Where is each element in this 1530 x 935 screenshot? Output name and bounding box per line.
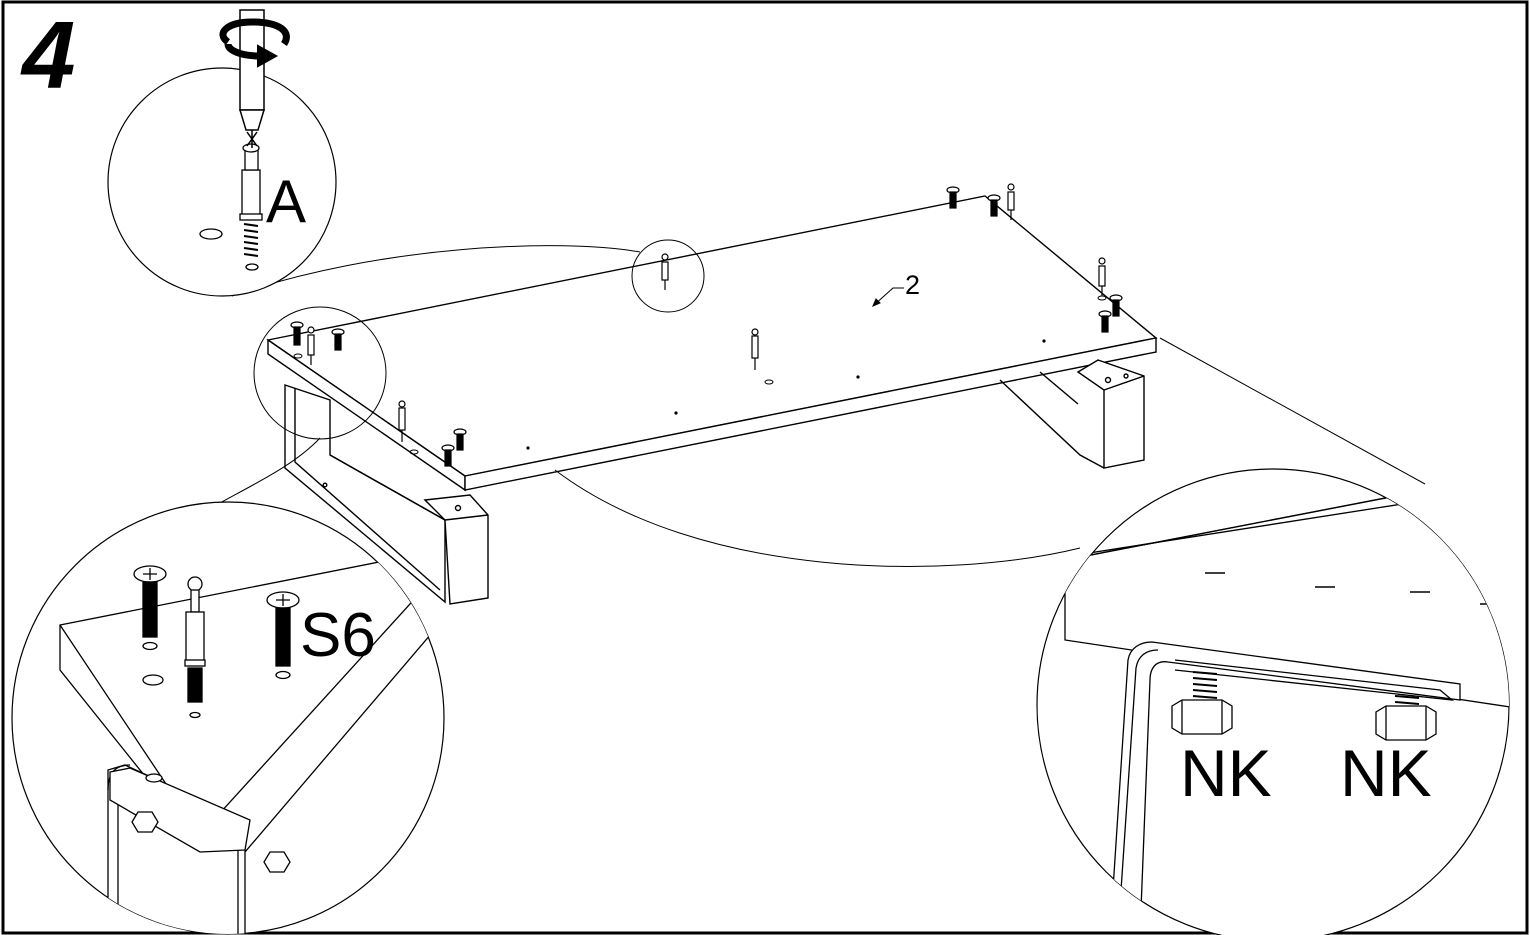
part-label-a: A	[266, 168, 307, 235]
screw-icon	[946, 186, 960, 209]
hex-nut-icon	[131, 811, 159, 833]
thread	[1192, 671, 1420, 705]
cam-bolt-icon	[398, 400, 406, 442]
screwdriver-icon	[238, 9, 266, 148]
cam-bolt-icon	[661, 253, 669, 290]
leg-back-right	[999, 359, 1145, 469]
screw-icon	[453, 428, 467, 451]
cam-bolt-icon	[1007, 183, 1015, 220]
part-label-nk-right: NK	[1340, 736, 1432, 810]
hardware-on-panel	[290, 183, 1123, 467]
cam-bolt-icon	[307, 326, 315, 365]
screw-icon	[331, 328, 345, 351]
part-2-leader	[872, 287, 904, 307]
hex-nut-icon	[1171, 699, 1233, 735]
part-label-nk-left: NK	[1180, 736, 1272, 810]
thread	[243, 223, 259, 257]
detail-marker-top	[631, 239, 705, 313]
rotate-arrow-icon	[219, 18, 290, 68]
screw-icon	[290, 321, 304, 346]
callout-top-left	[107, 9, 337, 297]
cam-bolt-icon	[1098, 257, 1106, 296]
screw-icon	[1109, 294, 1123, 317]
part-label-s6: S6	[300, 601, 376, 670]
hex-nut-icon	[263, 851, 291, 873]
screw-icon	[1098, 310, 1112, 333]
table-top-panel	[266, 195, 1158, 492]
detail-marker-left	[253, 306, 387, 440]
callout-bottom-left	[11, 501, 445, 935]
cam-bolt-icon	[751, 328, 759, 370]
part-number-2: 2	[905, 270, 921, 300]
callout-bottom-right	[1036, 468, 1510, 935]
screw-icon	[987, 194, 1001, 217]
panel-holes	[526, 339, 1046, 450]
screw-icon	[441, 444, 455, 467]
hex-nut-icon	[1375, 705, 1437, 741]
step-number: 4	[22, 2, 76, 109]
